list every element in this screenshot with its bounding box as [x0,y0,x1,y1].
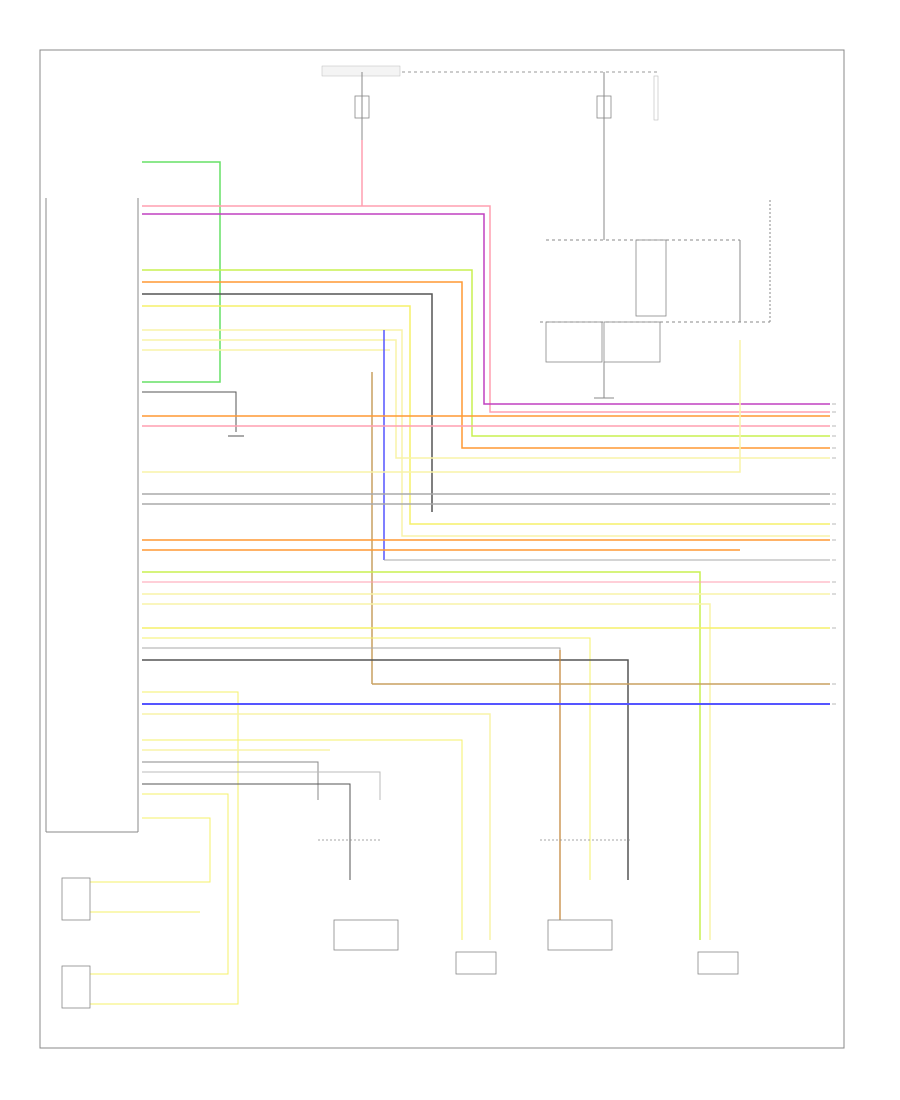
wire-gray-8 [142,783,351,880]
wire-purple [142,213,830,405]
right-terminals [832,403,836,705]
wire-yellow-1 [142,305,830,525]
wire-gray-6 [142,761,319,800]
switch-front-right [61,965,91,1009]
wire-lime-2 [142,571,701,940]
wire-gray-ground [142,391,237,432]
fuse-right [596,72,659,240]
wire-gray-1 [142,293,433,512]
diagram-frame [39,49,845,1049]
relay-block [540,200,771,399]
wire-gray-7 [142,771,381,800]
wire-yellow-3 [142,637,591,880]
actuator-left-front [540,839,632,951]
actuator-right-rear [455,951,497,975]
wire-lyellow-1 [142,329,830,537]
wire-lime [142,269,830,437]
wire-yellow-7 [90,817,211,883]
actuator-right-front [318,839,399,951]
wire-dark-gray-5 [142,659,629,880]
wire-lyellow-7 [142,713,491,940]
power-label-box [321,65,401,77]
wire-lyellow-2 [142,339,830,459]
wire-pink [142,205,830,413]
fuse-left [354,72,370,206]
wire-yellow-5 [142,739,463,940]
wire-yellow-4 [90,691,239,1005]
wire-orange-1 [142,281,830,449]
switch-front-left [61,877,91,921]
wire-lyellow-4 [142,340,741,473]
wire-yellow-6 [90,793,229,975]
wire-lyellow-6 [142,603,711,940]
wire-green [142,161,221,383]
actuator-left-rear [697,951,739,975]
